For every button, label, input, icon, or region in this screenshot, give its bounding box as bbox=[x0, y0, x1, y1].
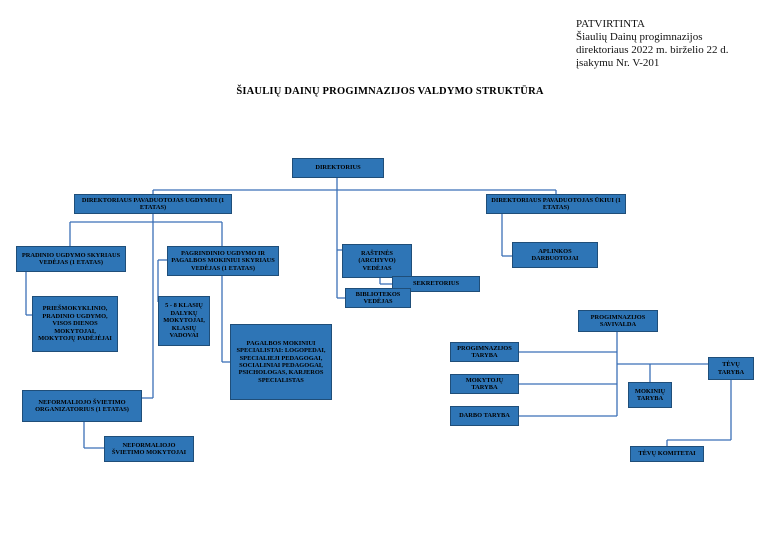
node-primary-head: PRADINIO UGDYMO SKYRIAUS VEDĖJAS (1 etat… bbox=[16, 246, 126, 272]
node-label: BIBLIOTEKOS VEDĖJAS bbox=[355, 290, 401, 305]
document-title: ŠIAULIŲ DAINŲ PROGIMNAZIJOS VALDYMO STRU… bbox=[236, 86, 544, 97]
node-label: MOKYTOJŲ TARYBA bbox=[465, 376, 504, 391]
approval-line: direktoriaus 2022 m. birželio 22 d. bbox=[576, 44, 729, 56]
node-nonformal-teachers: NEFORMALIOJO ŠVIETIMO MOKYTOJAI bbox=[104, 436, 194, 462]
node-teachers-council: MOKYTOJŲ TARYBA bbox=[450, 374, 519, 394]
approval-line: įsakymu Nr. V-201 bbox=[576, 57, 660, 69]
node-work-council: DARBO TARYBA bbox=[450, 406, 519, 426]
node-label: NEFORMALIOJO ŠVIETIMO ORGANIZATORIUS (1 … bbox=[35, 398, 129, 413]
node-subject-teachers: 5 - 8 KLASIŲ DALYKŲ MOKYTOJAI, KLASIŲ VA… bbox=[158, 296, 210, 346]
node-secretary: SEKRETORIUS bbox=[392, 276, 480, 292]
node-parents-council: TĖVŲ TARYBA bbox=[708, 357, 754, 380]
approval-stamp: PATVIRTINTA Šiaulių Dainų progimnazijos … bbox=[576, 18, 776, 70]
node-label: SEKRETORIUS bbox=[412, 280, 460, 288]
node-label: PROGIMNAZIJOS SAVIVALDA bbox=[590, 313, 646, 328]
node-self-government: PROGIMNAZIJOS SAVIVALDA bbox=[578, 310, 658, 332]
node-label: NEFORMALIOJO ŠVIETIMO MOKYTOJAI bbox=[111, 441, 187, 456]
approval-line: Šiaulių Dainų progimnazijos bbox=[576, 31, 703, 43]
node-label: PRADINIO UGDYMO SKYRIAUS VEDĖJAS (1 etat… bbox=[21, 251, 121, 266]
node-label: DIREKTORIUS bbox=[315, 164, 361, 172]
node-label: MOKINIŲ TARYBA bbox=[634, 387, 666, 402]
node-basic-head: PAGRINDINIO UGDYMO IR PAGALBOS MOKINIUI … bbox=[167, 246, 279, 276]
node-label: RAŠTINĖS (ARCHYVO) VEDĖJAS bbox=[358, 249, 396, 272]
node-label: PAGALBOS MOKINIUI SPECIALISTAI: LOGOPEDA… bbox=[236, 339, 326, 384]
node-label: APLINKOS DARBUOTOJAI bbox=[531, 247, 579, 262]
node-label: TĖVŲ KOMITETAI bbox=[638, 450, 696, 458]
node-school-council: PROGIMNAZIJOS TARYBA bbox=[450, 342, 519, 362]
node-nonformal-organizer: NEFORMALIOJO ŠVIETIMO ORGANIZATORIUS (1 … bbox=[22, 390, 142, 422]
node-deputy-education: DIREKTORIAUS PAVADUOTOJAS UGDYMUI (1 eta… bbox=[74, 194, 232, 214]
node-environment-workers: APLINKOS DARBUOTOJAI bbox=[512, 242, 598, 268]
node-label: DIREKTORIAUS PAVADUOTOJAS UGDYMUI (1 eta… bbox=[81, 196, 225, 211]
node-deputy-economy: DIREKTORIAUS PAVADUOTOJAS ŪKIUI (1 etata… bbox=[486, 194, 626, 214]
node-label: PAGRINDINIO UGDYMO IR PAGALBOS MOKINIUI … bbox=[171, 249, 275, 272]
node-label: PRIEŠMOKYKLINIO, PRADINIO UGDYMO, VISOS … bbox=[38, 305, 112, 343]
node-label: PROGIMNAZIJOS TARYBA bbox=[457, 344, 512, 359]
node-label: DIREKTORIAUS PAVADUOTOJAS ŪKIUI (1 etata… bbox=[491, 196, 621, 211]
node-library-head: BIBLIOTEKOS VEDĖJAS bbox=[345, 288, 411, 308]
node-label: TĖVŲ TARYBA bbox=[717, 361, 745, 376]
node-label: 5 - 8 KLASIŲ DALYKŲ MOKYTOJAI, KLASIŲ VA… bbox=[163, 302, 205, 340]
node-primary-teachers: PRIEŠMOKYKLINIO, PRADINIO UGDYMO, VISOS … bbox=[32, 296, 118, 352]
node-label: DARBO TARYBA bbox=[459, 412, 510, 420]
approval-line: PATVIRTINTA bbox=[576, 18, 645, 30]
node-parents-committee: TĖVŲ KOMITETAI bbox=[630, 446, 704, 462]
node-student-council: MOKINIŲ TARYBA bbox=[628, 382, 672, 408]
node-support-specialists: PAGALBOS MOKINIUI SPECIALISTAI: LOGOPEDA… bbox=[230, 324, 332, 400]
node-director: DIREKTORIUS bbox=[292, 158, 384, 178]
node-archive-head: RAŠTINĖS (ARCHYVO) VEDĖJAS bbox=[342, 244, 412, 278]
